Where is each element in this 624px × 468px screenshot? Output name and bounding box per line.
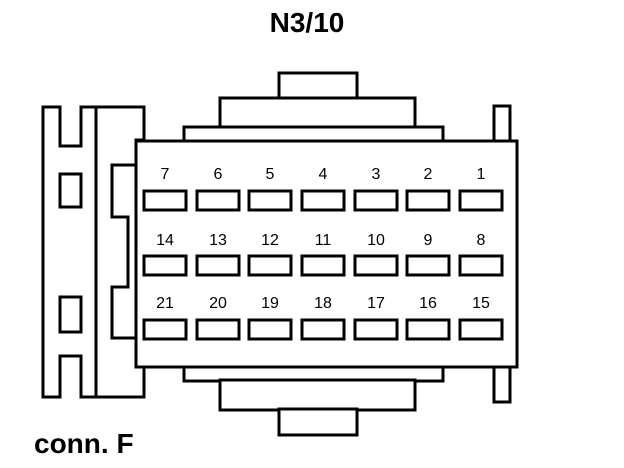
pin-label: 15 xyxy=(472,295,490,312)
pin-label: 6 xyxy=(214,166,223,183)
pin-slot xyxy=(458,318,504,341)
pin-label: 5 xyxy=(266,166,275,183)
pin-slot xyxy=(195,189,241,212)
pin-label: 14 xyxy=(156,232,174,249)
pin-slot xyxy=(353,318,399,341)
pin-slot xyxy=(142,318,188,341)
lever-window-bottom xyxy=(58,295,83,334)
pin-slot xyxy=(195,254,241,277)
top-tab-middle xyxy=(218,96,417,130)
connector-title: N3/10 xyxy=(270,7,345,38)
pin-slot xyxy=(142,189,188,212)
pin-label: 11 xyxy=(315,232,332,249)
pin-label: 18 xyxy=(314,295,332,312)
pin-slot xyxy=(458,189,504,212)
pin-slot xyxy=(247,189,293,212)
pin-slot xyxy=(405,189,451,212)
top-tab-outer xyxy=(277,71,359,101)
connector-caption: conn. F xyxy=(34,428,134,459)
right-latch-top xyxy=(492,104,512,144)
pin-label: 10 xyxy=(367,232,385,249)
pin-slot xyxy=(247,254,293,277)
left-locking-lever xyxy=(41,105,146,399)
pin-label: 3 xyxy=(372,166,381,183)
pin-slot xyxy=(353,254,399,277)
pin-slot xyxy=(405,254,451,277)
pin-slot xyxy=(405,318,451,341)
pin-slot xyxy=(247,318,293,341)
bottom-tab-outer xyxy=(277,407,359,437)
pin-slot xyxy=(458,254,504,277)
pin-label: 9 xyxy=(424,232,433,249)
pin-slot xyxy=(300,318,346,341)
bottom-tab-middle xyxy=(218,378,417,412)
pin-slot xyxy=(142,254,188,277)
pin-label: 8 xyxy=(477,232,486,249)
pin-label: 20 xyxy=(209,295,227,312)
pin-label: 4 xyxy=(319,166,328,183)
pin-slot xyxy=(353,189,399,212)
lever-window-top xyxy=(58,172,83,209)
pin-label: 12 xyxy=(261,232,279,249)
connector-housing xyxy=(41,71,519,437)
pin-label: 7 xyxy=(161,166,170,183)
pin-label: 17 xyxy=(367,295,385,312)
pin-label: 13 xyxy=(209,232,227,249)
pin-slot xyxy=(195,318,241,341)
pin-label: 19 xyxy=(261,295,279,312)
pin-slot xyxy=(300,189,346,212)
right-latch-bottom xyxy=(492,364,512,404)
pin-slot xyxy=(300,254,346,277)
pin-label: 2 xyxy=(424,166,433,183)
pin-label: 16 xyxy=(419,295,437,312)
pin-label: 1 xyxy=(477,166,486,183)
pin-label: 21 xyxy=(156,295,174,312)
